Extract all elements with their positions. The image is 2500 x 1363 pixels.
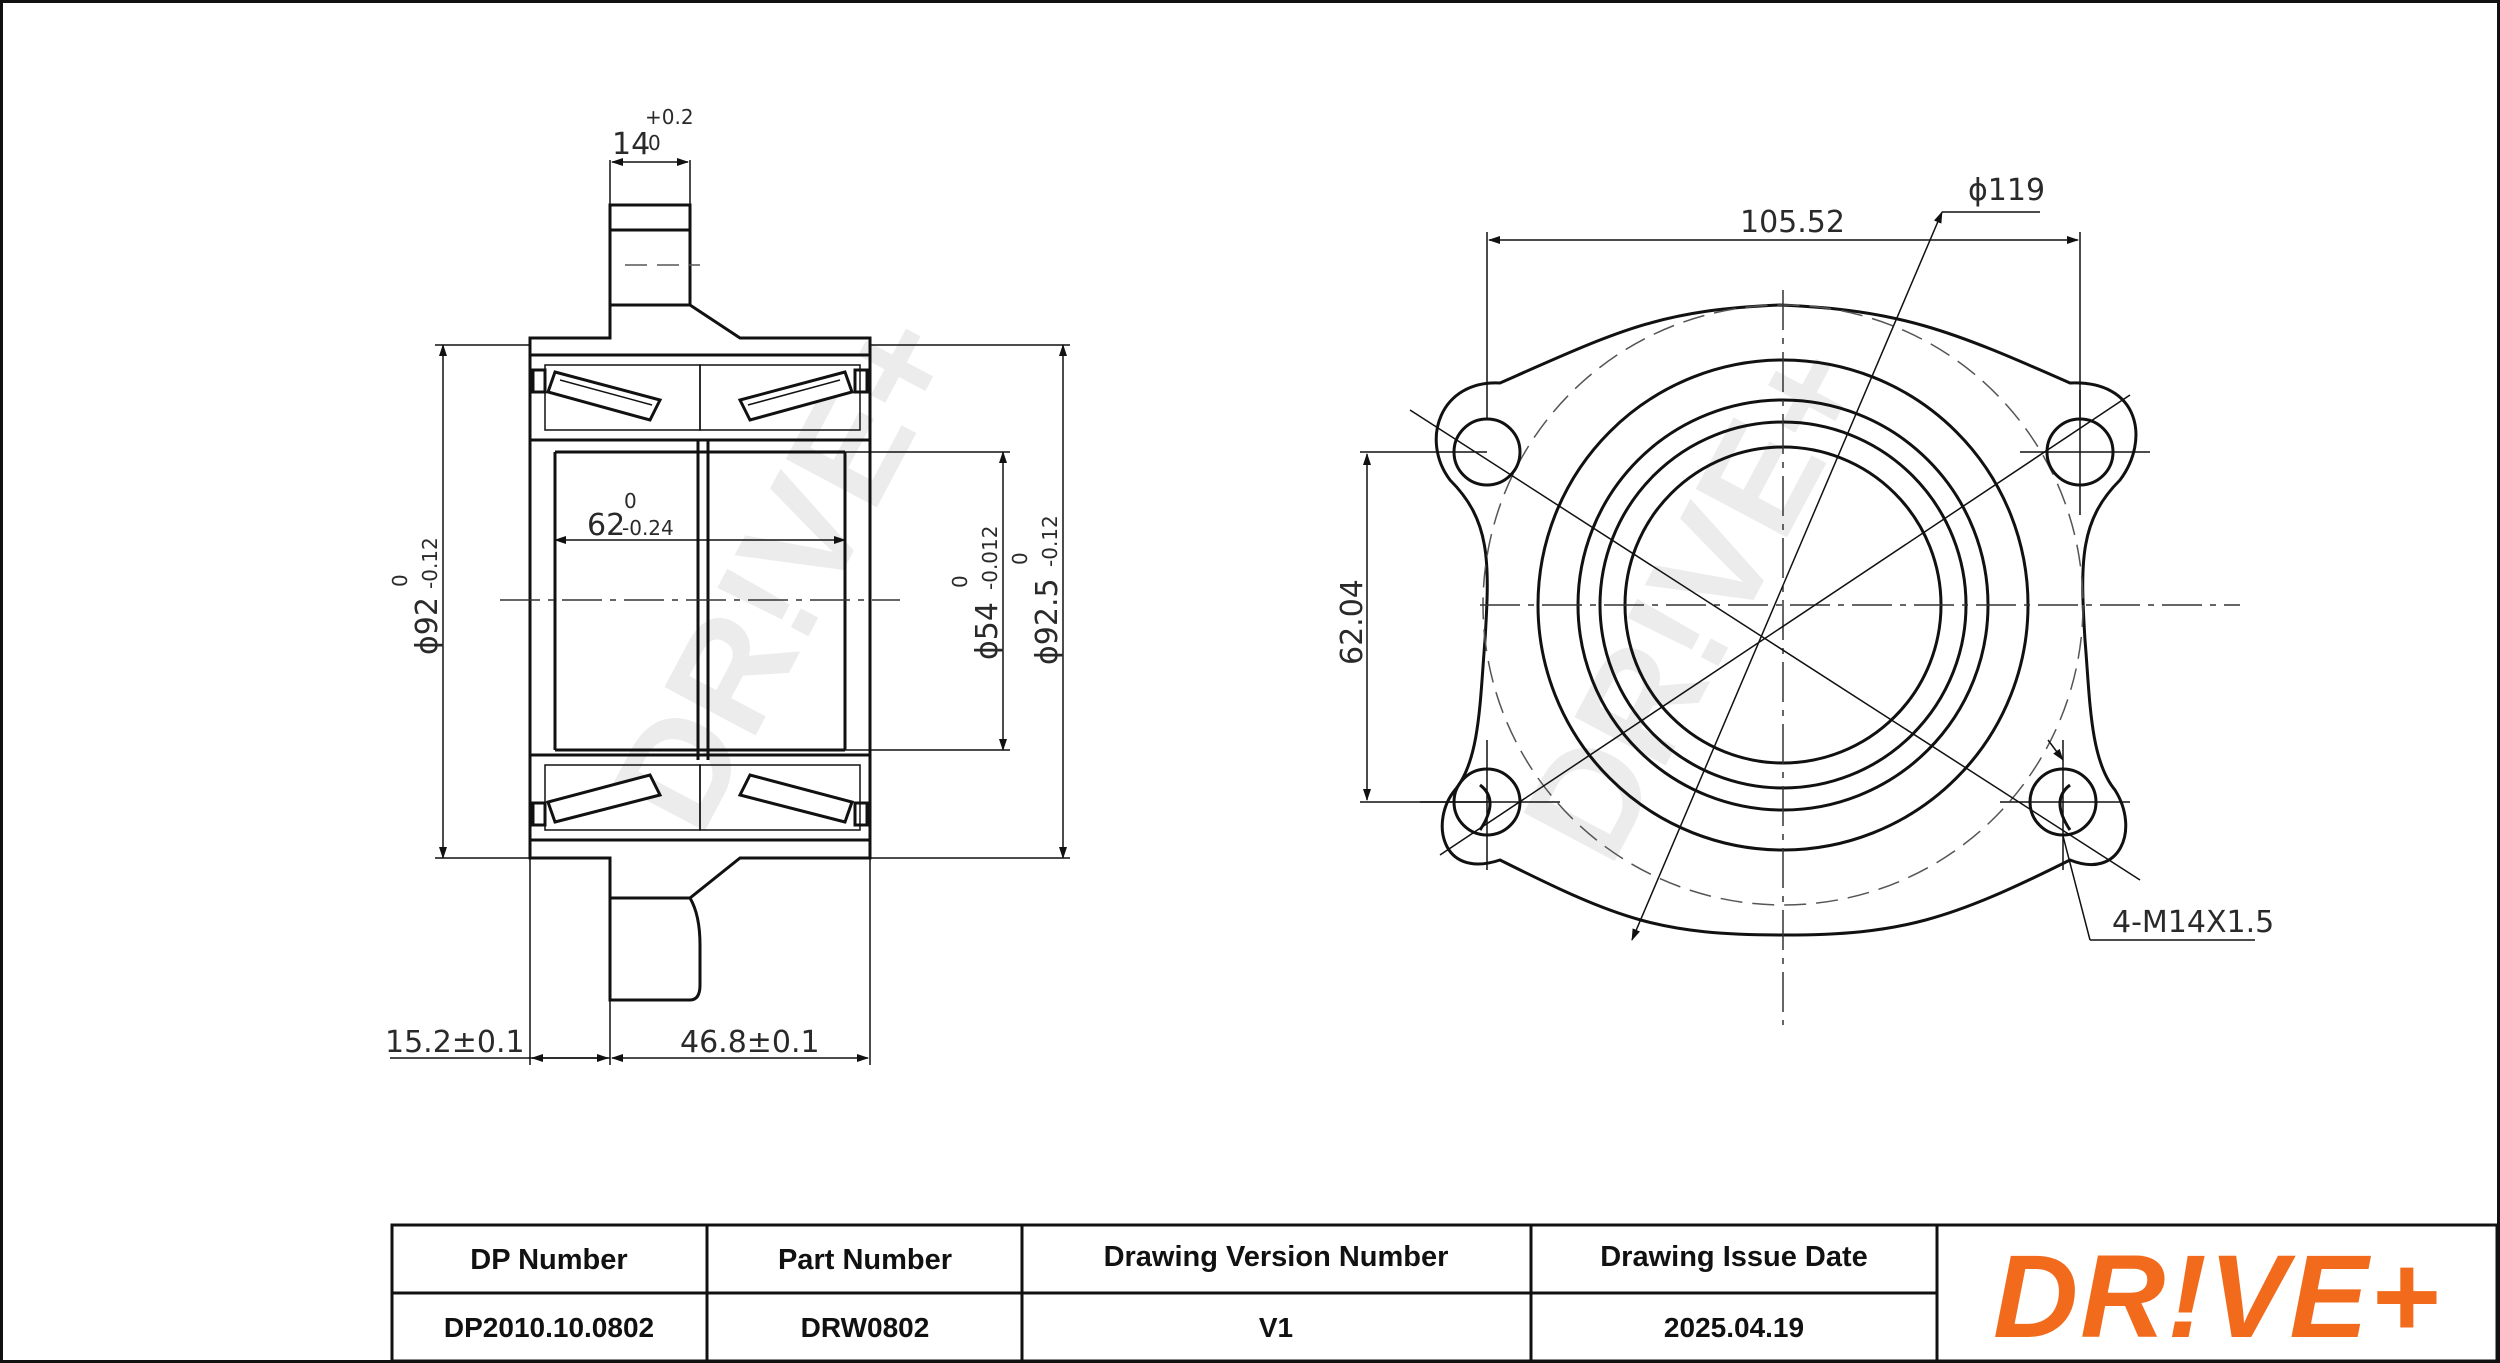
- dim-flange-width-tol-upper: +0.2: [645, 105, 694, 129]
- header-issue-date: Drawing Issue Date: [1600, 1241, 1868, 1273]
- dim-thread: 4-M14X1.5: [2112, 905, 2274, 940]
- front-view: 105.52 ϕ119 62.04 4-M14X1.5: [1335, 173, 2274, 1025]
- header-drawing-version: Drawing Version Number: [1104, 1241, 1449, 1273]
- dim-offset: 15.2±0.1: [385, 1025, 525, 1060]
- dim-inner-diameter-tol-upper: 0: [948, 575, 972, 588]
- value-dp-number: DP2010.10.0802: [444, 1312, 654, 1343]
- dim-outer-diameter: ϕ92: [410, 597, 445, 655]
- dim-flange-width: 14: [612, 127, 650, 162]
- watermark-left: DR!VE+: [580, 287, 989, 855]
- value-part-number: DRW0802: [801, 1312, 930, 1343]
- dim-outer-diameter-2-tol-upper: 0: [1008, 552, 1032, 565]
- watermark-right: DR!VE+: [1490, 317, 1899, 885]
- section-view: 14 +0.2 0 62 0 -0.24 ϕ92 0 -0.12 ϕ54 0 -…: [385, 105, 1070, 1065]
- dim-outer-diameter-2: ϕ92.5: [1030, 578, 1065, 665]
- dim-inner-diameter: ϕ54: [970, 602, 1005, 660]
- dim-outer-diameter-tol-upper: 0: [388, 574, 412, 587]
- header-part-number: Part Number: [778, 1244, 952, 1276]
- header-dp-number: DP Number: [470, 1244, 627, 1276]
- value-issue-date: 2025.04.19: [1664, 1312, 1804, 1343]
- drive-logo: DR!VE+: [1993, 1231, 2441, 1363]
- value-drawing-version: V1: [1259, 1312, 1293, 1343]
- title-block: DP Number Part Number Drawing Version Nu…: [390, 1223, 2499, 1363]
- dim-flange-width-tol-lower: 0: [648, 131, 661, 155]
- dim-pitch-circle: ϕ119: [1968, 173, 2045, 208]
- dim-hole-spacing-horizontal: 105.52: [1740, 205, 1845, 240]
- dim-bore-width: 62: [587, 508, 625, 543]
- dim-inner-diameter-tol-lower: -0.012: [978, 526, 1002, 590]
- dim-outer-diameter-tol-lower: -0.12: [418, 537, 442, 589]
- dim-hole-spacing-vertical: 62.04: [1335, 579, 1370, 665]
- dim-bore-width-tol-lower: -0.24: [622, 516, 674, 540]
- dim-outer-diameter-2-tol-lower: -0.12: [1038, 515, 1062, 567]
- dim-bore-width-tol-upper: 0: [624, 489, 637, 513]
- dim-total-width: 46.8±0.1: [680, 1025, 820, 1060]
